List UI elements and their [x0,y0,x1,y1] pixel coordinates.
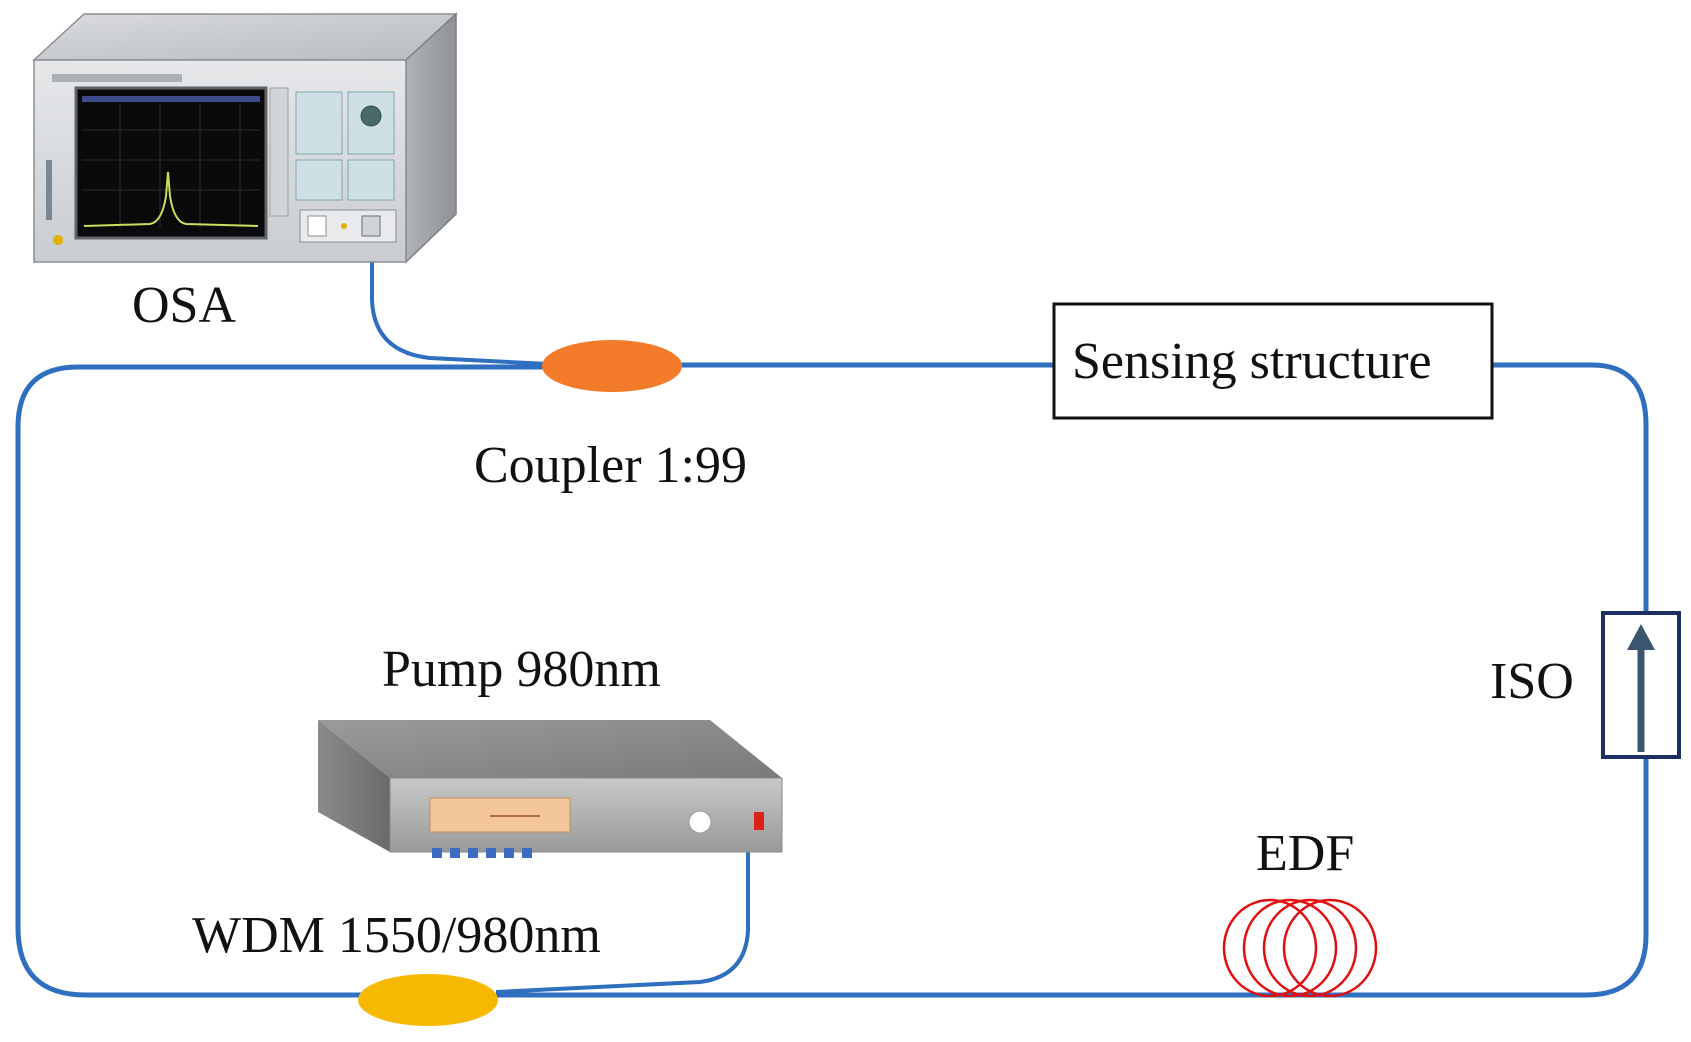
osa-keypad-left [295,91,343,155]
osa-rotary-knob [360,105,382,127]
osa-port-2 [361,215,381,237]
coupler-symbol [542,340,682,392]
pump-instrument [318,720,783,858]
pump-knob [688,810,712,834]
edf-label: EDF [1256,825,1354,882]
sensing-structure-label: Sensing structure [1072,333,1432,390]
osa-port-1 [307,215,327,237]
osa-side-keys [269,87,289,217]
osa-instrument [32,12,458,264]
edf-coil [1222,898,1378,998]
pump-power-switch [754,812,764,830]
osa-keypad-bottom-left [295,159,343,201]
pump-top-face [318,720,782,778]
osa-screen-header [82,96,260,102]
fiber-osa-branch [370,226,549,366]
isolator [1601,611,1681,759]
wdm-label: WDM 1550/980nm [192,907,601,964]
osa-power-led [53,235,63,245]
osa-brand-strip [52,74,182,82]
osa-screen [74,86,268,240]
pump-left-face [318,720,390,852]
wdm-symbol [358,974,498,1026]
osa-label: OSA [132,277,236,334]
iso-arrow-head [1627,624,1655,650]
osa-port-led [341,223,347,229]
osa-spectrum-trace [83,171,259,227]
osa-side-slot [46,160,52,220]
pump-label: Pump 980nm [382,641,661,698]
osa-top-face [32,13,458,61]
sensing-structure-box [1052,302,1494,420]
pump-buttons [432,848,532,858]
coupler-label: Coupler 1:99 [474,437,747,494]
iso-label: ISO [1490,653,1574,710]
fiber-pump-branch [495,852,750,994]
osa-keypad-bottom-right [347,159,395,201]
fiber-top-left [15,364,548,998]
osa-screen-grid [82,104,260,228]
